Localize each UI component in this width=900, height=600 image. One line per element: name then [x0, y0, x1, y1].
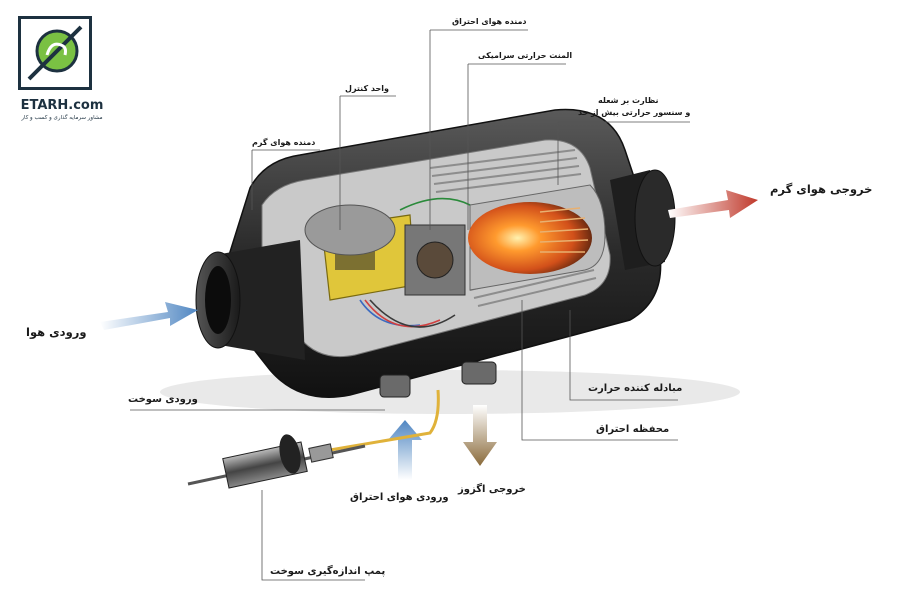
leader-lines — [130, 29, 690, 581]
label-fuel-inlet: ورودی سوخت — [128, 394, 198, 405]
label-air-inlet: ورودی هوا — [26, 325, 87, 339]
label-fuel-metering-pump: پمپ اندازه‌گیری سوخت — [270, 566, 386, 577]
label-combustion-air-inlet: ورودی هوای احتراق — [350, 492, 449, 503]
combustion-air-arrow — [388, 420, 422, 480]
logo-tagline: مشاور سرمایه گذاری و کسب و کار — [21, 115, 103, 121]
label-flame-monitor-line1: نظارت بر شعله — [598, 96, 659, 105]
label-combustion-chamber: محفظه احتراق — [596, 424, 670, 435]
logo-name: ETARH.com — [20, 98, 104, 113]
label-heat-exchanger: مبادله کننده حرارت — [588, 383, 683, 394]
logo-mark — [18, 16, 92, 90]
label-control-unit: واحد کنترل — [345, 84, 389, 93]
etarh-logo: ETARH.com مشاور سرمایه گذاری و کسب و کار — [14, 16, 114, 126]
label-hot-air-outlet: خروجی هوای گرم — [770, 182, 873, 196]
label-combustion-air-blower: دمنده هوای احتراق — [452, 17, 527, 26]
label-ceramic-glow-element: المنت حرارتی سرامیکی — [478, 51, 573, 60]
label-hot-air-blower: دمنده هوای گرم — [252, 138, 316, 147]
logo-emblem-icon — [27, 25, 83, 81]
air-inlet-cone — [195, 240, 305, 360]
heater-body — [214, 108, 662, 398]
air-inlet-arrow — [100, 302, 198, 330]
fuel-metering-pump — [187, 434, 366, 489]
hot-air-outlet-arrow — [668, 190, 758, 218]
exhaust-arrow — [463, 405, 497, 466]
fuel-line — [329, 389, 440, 452]
label-exhaust-outlet: خروجی اگزوز — [458, 484, 526, 495]
hot-air-outlet-pipe — [610, 169, 676, 270]
label-flame-monitor-line2: و سنسور حرارتی بیش از حد — [578, 108, 691, 117]
